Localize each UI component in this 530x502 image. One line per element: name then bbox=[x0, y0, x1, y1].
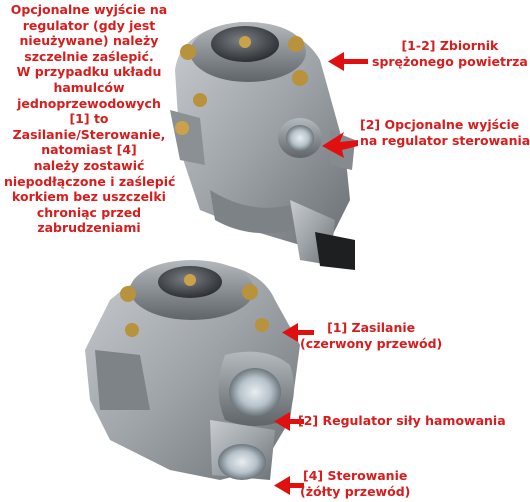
note-left: Opcjonalne wyjście na regulator (gdy jes… bbox=[4, 2, 176, 236]
note-line: zabrudzeniami bbox=[37, 220, 141, 236]
annotation-regulator: [2] Regulator siły hamowania bbox=[298, 413, 506, 428]
arrow-optional-output bbox=[322, 132, 358, 158]
arrow-control bbox=[274, 476, 304, 495]
note-line: Opcjonalne wyjście na bbox=[10, 2, 168, 17]
note-line: jednoprzewodowych bbox=[17, 95, 161, 111]
annotation-tank: [1-2] Zbiornik sprężonego powietrza bbox=[372, 38, 528, 69]
bottom-valve bbox=[85, 260, 300, 480]
note-line: niepodłączone i zaślepić bbox=[4, 173, 176, 189]
note-line: natomiast [4] bbox=[41, 142, 137, 158]
annotation-supply: [1] Zasilanie (czerwony przewód) bbox=[300, 320, 443, 351]
product-photo bbox=[85, 22, 368, 495]
arrows bbox=[274, 52, 368, 495]
arrow-regulator bbox=[274, 412, 304, 431]
arrow-tank bbox=[328, 52, 368, 71]
annotation-control: [4] Sterowanie (żółty przewód) bbox=[300, 468, 411, 499]
note-line: regulator (gdy jest bbox=[22, 17, 156, 33]
arrow-supply bbox=[282, 323, 314, 342]
note-line: chroniąc przed bbox=[36, 204, 142, 220]
note-line: nieużywane) należy bbox=[19, 33, 159, 49]
top-valve bbox=[170, 22, 355, 270]
note-line: W przypadku układu bbox=[16, 64, 162, 80]
note-line: korkiem bez uszczelki bbox=[12, 189, 166, 205]
note-line: hamulców bbox=[53, 79, 125, 95]
annotation-optional-output: [2] Opcjonalne wyjście na regulator ster… bbox=[360, 117, 530, 148]
note-line: Zasilanie/Sterowanie, bbox=[12, 126, 166, 142]
note-line: szczelnie zaślepić. bbox=[24, 48, 154, 64]
note-line: należy zostawić bbox=[33, 157, 145, 173]
note-line: [1] to bbox=[69, 111, 109, 127]
